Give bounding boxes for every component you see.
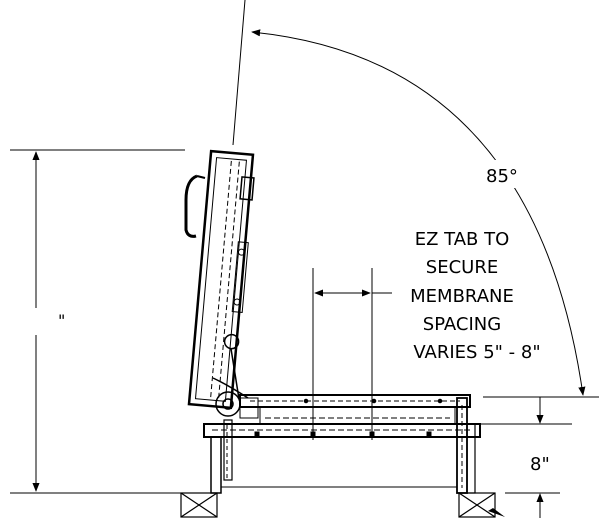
nailer-right xyxy=(458,492,496,518)
height-label: " xyxy=(58,311,65,330)
note-line-2: SECURE xyxy=(426,257,498,278)
ez-tab-3 xyxy=(369,431,375,438)
arm-pin-lower xyxy=(233,298,241,306)
lid-latch-block xyxy=(239,176,255,201)
angle-arc xyxy=(251,29,586,396)
note-line-3: MEMBRANE xyxy=(410,286,514,307)
cover-cap xyxy=(239,394,471,408)
lid-spring-rod xyxy=(230,348,240,398)
fastener-3 xyxy=(437,398,443,404)
lid-outer-frame xyxy=(187,149,255,410)
ez-tab-1 xyxy=(254,431,260,438)
fastener-2 xyxy=(371,398,377,404)
hinge-assembly xyxy=(212,377,259,419)
curb-wall-left-outer xyxy=(210,436,222,494)
curb-height-label: 8" xyxy=(530,454,550,475)
hinge-pin-icon xyxy=(222,398,234,410)
nailer-left xyxy=(180,492,218,518)
lid-insulation-line xyxy=(210,160,232,399)
angle-label-mask xyxy=(478,160,526,188)
note-line-1: EZ TAB TO xyxy=(415,229,510,250)
fastener-1 xyxy=(303,398,309,404)
nailer-left-cross-2 xyxy=(180,492,218,518)
note-line-5: VARIES 5" - 8" xyxy=(413,342,540,363)
overall-height-dimension xyxy=(10,149,185,494)
note-line-4: SPACING xyxy=(423,314,501,335)
membrane-tab-icon xyxy=(488,508,505,517)
curb-walls xyxy=(210,397,476,494)
hinge-icon xyxy=(215,391,241,417)
hatch-cover-flange xyxy=(203,394,481,438)
curb-flange xyxy=(203,423,481,438)
lid-handle-bracket xyxy=(196,175,206,179)
angle-dimension xyxy=(232,0,599,398)
angle-label: 85° xyxy=(486,166,518,187)
curb-height-dimension xyxy=(480,397,572,518)
hatch-lid xyxy=(187,149,255,410)
curb-wall-right-outer xyxy=(466,423,476,494)
spacing-dimension xyxy=(312,268,392,440)
curb-wall-left-inner xyxy=(223,419,233,481)
lid-open-extension-line xyxy=(232,0,246,146)
ez-tab-4 xyxy=(426,431,432,438)
lid-inner-frame xyxy=(194,157,248,402)
arm-pin-upper xyxy=(237,248,245,256)
lid-handle-icon xyxy=(184,174,198,238)
lid-hold-open-arm xyxy=(231,241,249,313)
nailer-right-cross-2 xyxy=(458,492,496,518)
wood-blocking xyxy=(180,492,496,518)
spacing-note: EZ TAB TO SECURE MEMBRANE SPACING VARIES… xyxy=(410,229,540,363)
ez-tab-2 xyxy=(310,431,316,438)
